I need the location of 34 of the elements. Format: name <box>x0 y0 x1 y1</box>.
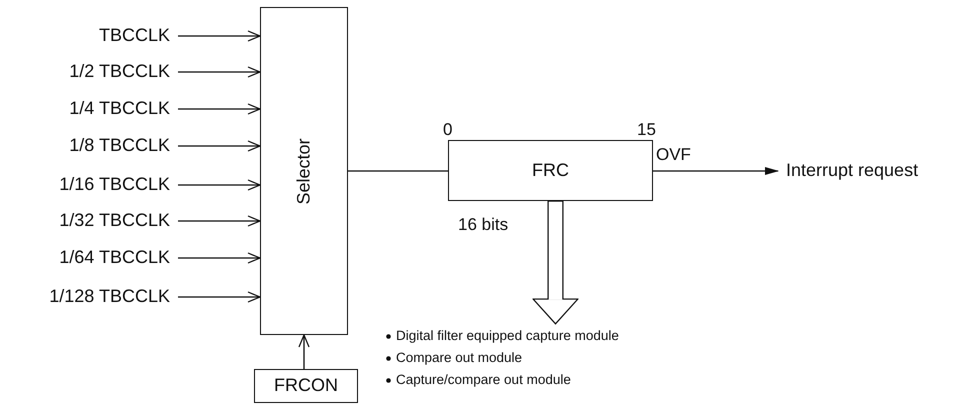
arrow <box>178 179 261 191</box>
arrow <box>178 30 261 42</box>
signal-label: 1/64 TBCCLK <box>0 246 170 270</box>
signal-label: TBCCLK <box>0 24 170 48</box>
arrow <box>178 215 261 227</box>
signal-label: 1/2 TBCCLK <box>0 60 170 84</box>
signal-label: Interrupt request <box>786 159 966 183</box>
signal-label: 1/32 TBCCLK <box>0 209 170 233</box>
signal-label: 1/4 TBCCLK <box>0 97 170 121</box>
box-title: Selector <box>294 138 314 204</box>
edge-label: 16 bits <box>458 216 508 233</box>
arrow <box>178 140 261 152</box>
box-title: FRC <box>532 160 569 180</box>
bus-arrow <box>532 201 578 324</box>
bit-label: OVF <box>656 146 691 163</box>
arrow <box>653 167 779 175</box>
bit-label: 0 <box>443 121 452 138</box>
selector-box <box>260 7 348 335</box>
box-title: FRCON <box>274 376 338 396</box>
list-item: Digital filter equipped capture module <box>396 327 619 345</box>
arrow <box>178 252 261 264</box>
list-item: Compare out module <box>396 349 522 367</box>
signal-label: 1/8 TBCCLK <box>0 134 170 158</box>
signal-label: 1/128 TBCCLK <box>0 285 170 309</box>
arrow <box>178 103 261 115</box>
arrow <box>298 334 310 369</box>
list-item: Capture/compare out module <box>396 371 571 389</box>
register-box <box>448 140 653 201</box>
arrow <box>178 291 261 303</box>
bit-label: 15 <box>637 121 656 138</box>
connector-line <box>348 170 448 172</box>
register-box <box>254 369 358 403</box>
signal-label: 1/16 TBCCLK <box>0 173 170 197</box>
arrow <box>178 66 261 78</box>
